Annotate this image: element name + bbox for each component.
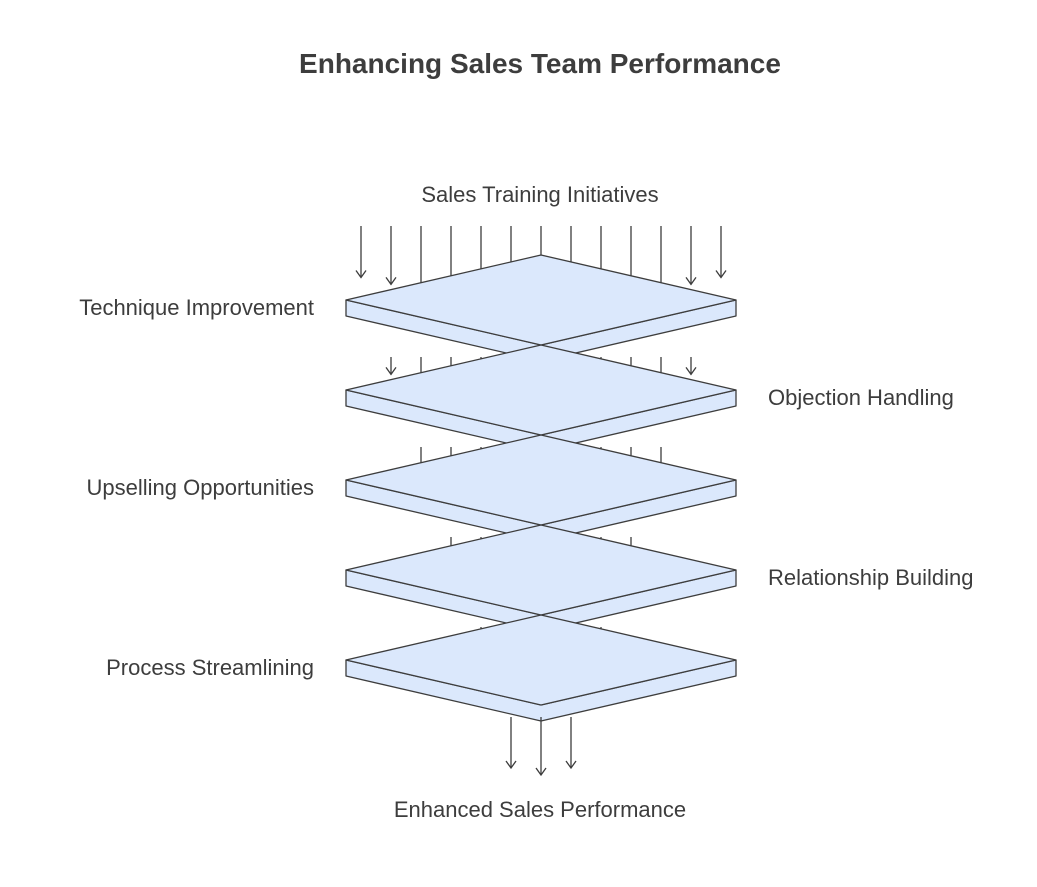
input-arrow-1 [385, 226, 397, 286]
output-arrow-1 [535, 717, 547, 777]
input-label: Sales Training Initiatives [421, 182, 659, 207]
layer-5 [345, 614, 737, 722]
gap-1-arrow-10 [685, 357, 697, 376]
input-arrow-0 [355, 226, 367, 279]
layer-label-1: Technique Improvement [79, 295, 314, 320]
input-arrow-12 [715, 226, 727, 279]
layer-label-3: Upselling Opportunities [86, 475, 314, 500]
output-arrow-2 [565, 717, 577, 770]
gap-1-arrow-0 [385, 357, 397, 376]
output-label: Enhanced Sales Performance [393, 797, 687, 822]
input-arrow-11 [685, 226, 697, 286]
output-arrow-0 [505, 717, 517, 770]
layer-label-4: Relationship Building [768, 565, 974, 590]
diagram-title: Enhancing Sales Team Performance [299, 48, 781, 79]
layer-label-2: Objection Handling [768, 385, 954, 410]
layer-label-5: Process Streamlining [106, 655, 314, 680]
